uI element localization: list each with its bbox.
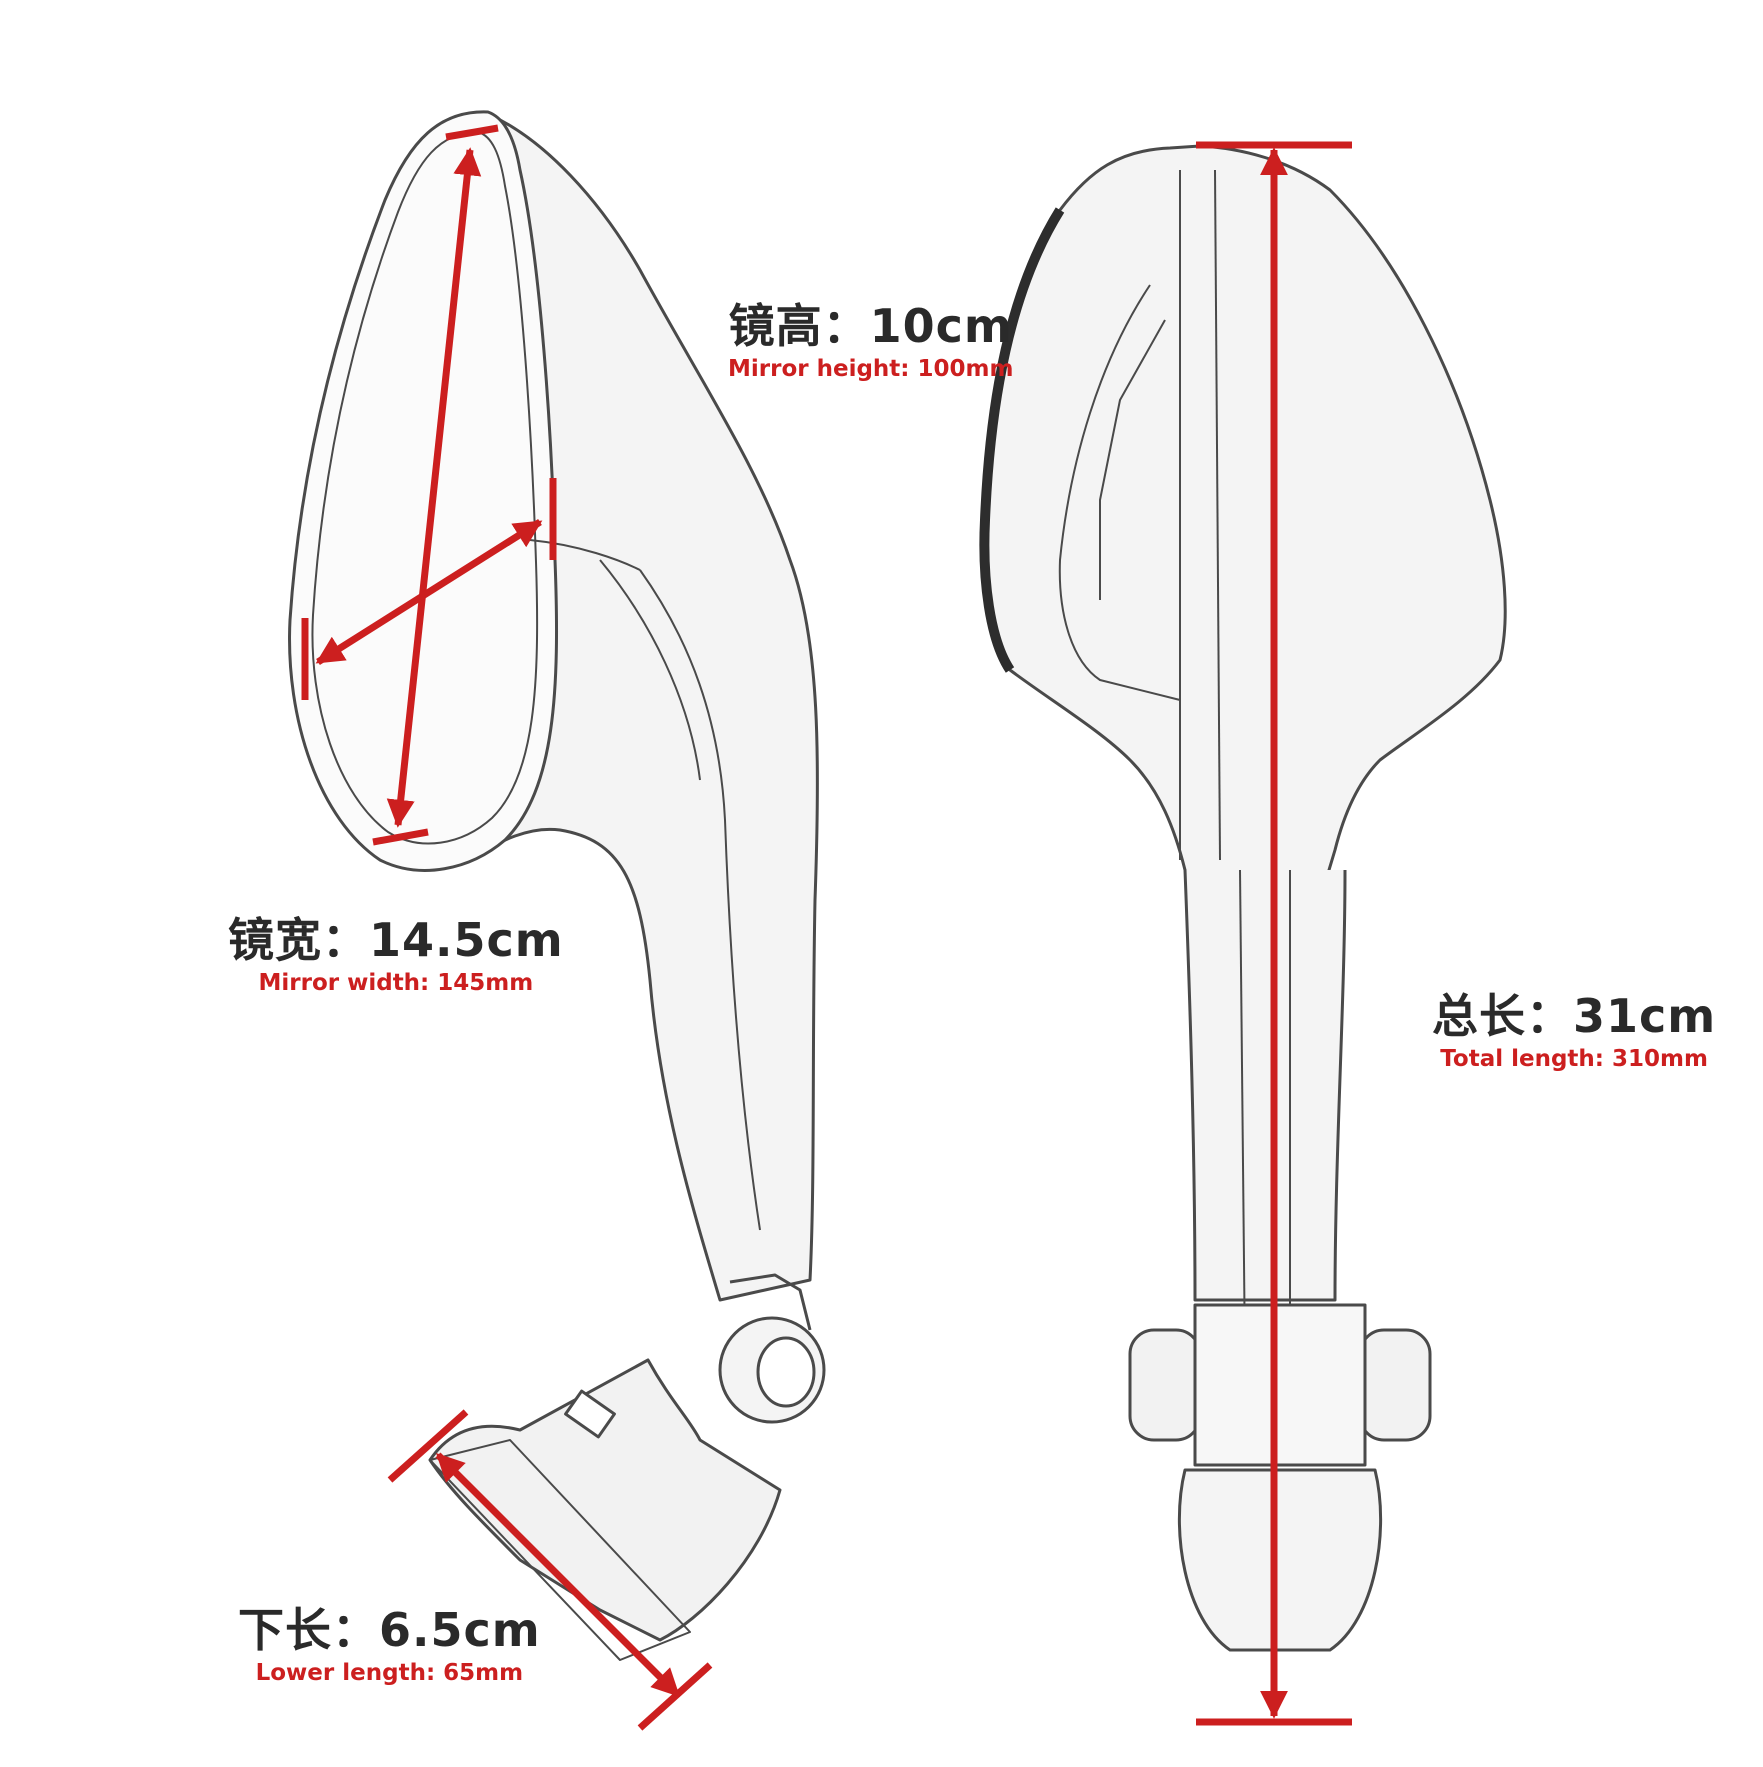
side-set-screw (564, 1389, 616, 1439)
height-tick-top (445, 124, 499, 141)
back-stem (1183, 869, 1347, 1302)
side-mirror-rim (529, 539, 641, 571)
back-stem-line-1 (1239, 869, 1246, 1361)
back-vent-inner (1099, 319, 1166, 600)
side-arm-contour-2 (599, 559, 701, 781)
mirror-height-zh: 镜高：10cm (728, 299, 1013, 353)
lower-tick-top (387, 1409, 469, 1483)
dimension-lines (301, 124, 1352, 1731)
back-clamp-left (1128, 1328, 1202, 1442)
back-clamp-body (1193, 1303, 1367, 1467)
back-shell (982, 144, 1507, 902)
mirror-height-label: 镜高：10cm Mirror height: 100mm (728, 298, 1013, 384)
side-pivot-bolt-inner (756, 1336, 816, 1408)
side-mirror-face (288, 110, 559, 872)
back-base (1177, 1468, 1383, 1652)
lower-arrow (435, 1452, 681, 1698)
lower-length-label: 下长：6.5cm Lower length: 65mm (238, 1602, 541, 1688)
height-arrow (386, 147, 482, 828)
back-ridge-2 (1214, 169, 1221, 861)
total-length-en: Total length: 310mm (1440, 1046, 1708, 1072)
back-vent (1058, 284, 1181, 701)
back-shell-shadow (979, 207, 1065, 673)
back-clamp-right (1358, 1328, 1432, 1442)
back-view-mirror (979, 144, 1507, 1652)
lower-length-zh: 下长：6.5cm (238, 1603, 541, 1657)
total-length-label: 总长：31cm Total length: 310mm (1432, 988, 1716, 1074)
mirror-height-en: Mirror height: 100mm (728, 356, 1014, 382)
total-length-zh: 总长：31cm (1432, 989, 1717, 1043)
mirror-width-label: 镜宽：14.5cm Mirror width: 145mm (228, 912, 564, 998)
width-arrow (315, 519, 543, 665)
side-mirror-bezel (311, 131, 539, 845)
side-pivot-cap (729, 1273, 812, 1331)
height-tick-bottom (372, 828, 429, 846)
mirror-width-en: Mirror width: 145mm (258, 970, 534, 996)
side-arm-contour (639, 569, 761, 1231)
mirror-width-zh: 镜宽：14.5cm (228, 913, 564, 967)
lower-length-en: Lower length: 65mm (255, 1660, 524, 1686)
